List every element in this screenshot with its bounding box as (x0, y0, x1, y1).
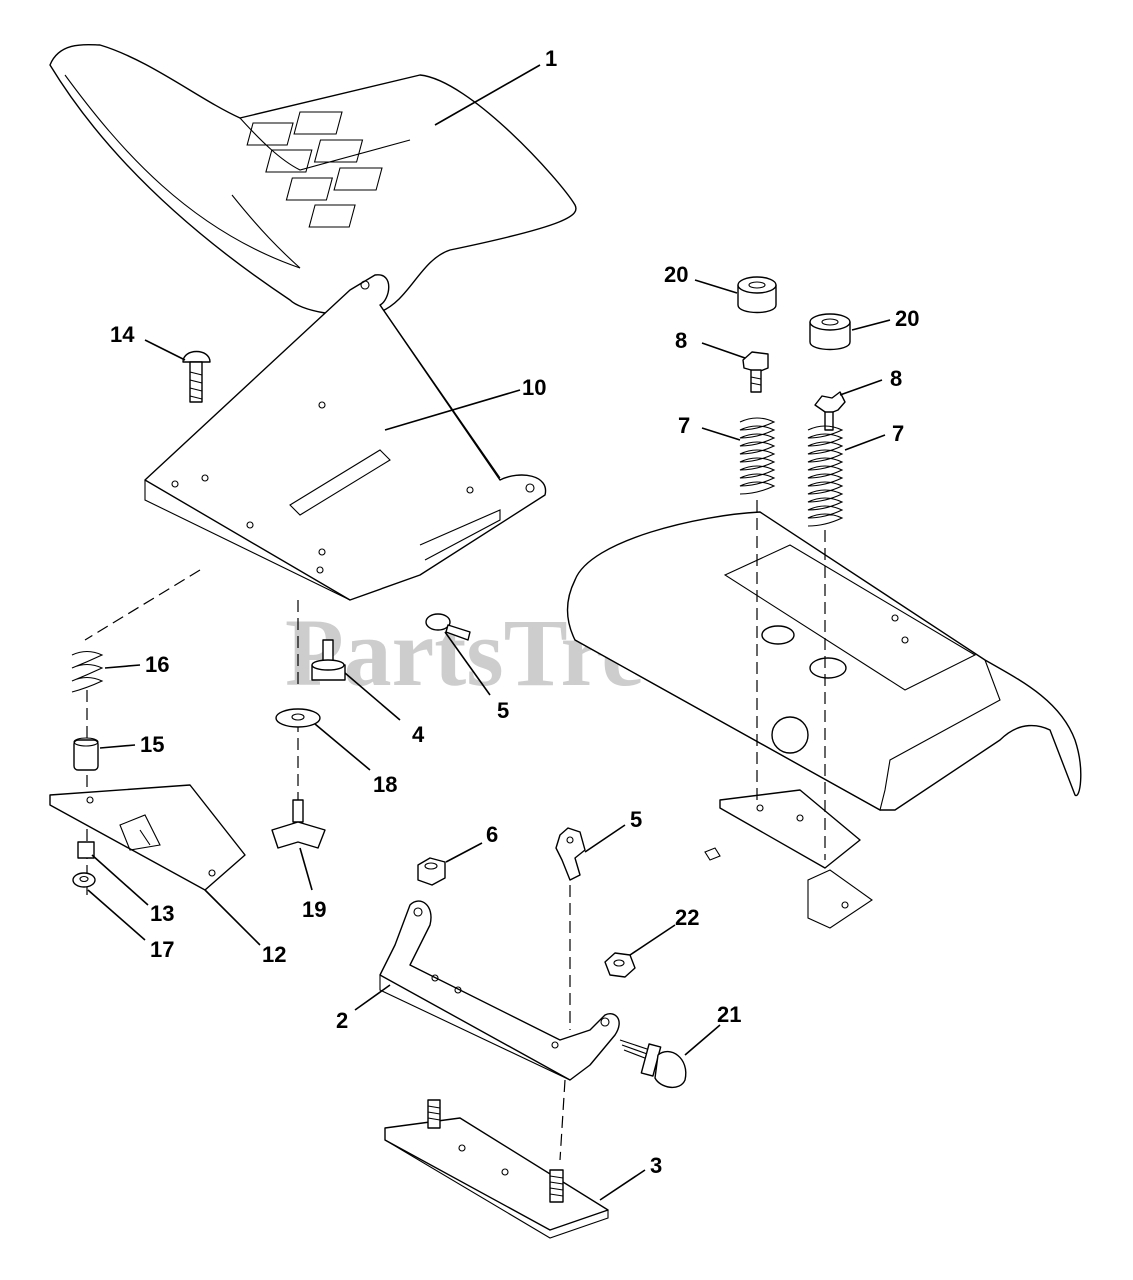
part-star-nut (814, 391, 846, 431)
leader-line-15 (99, 744, 136, 749)
callout-8b: 8 (890, 366, 902, 391)
callout-8a: 8 (675, 328, 687, 353)
part-washer-17 (72, 872, 96, 888)
leader-line-1 (434, 64, 541, 126)
part-hex-nut (417, 857, 446, 886)
callout-2: 2 (336, 1008, 348, 1033)
part-bushing-right (809, 313, 851, 351)
callout-12: 12 (262, 942, 286, 967)
leader-line-4 (344, 672, 401, 721)
leader-line-2 (354, 984, 391, 1011)
part-fender (566, 511, 1082, 811)
leader-line-21 (684, 1024, 721, 1056)
part-seat-pan (144, 274, 547, 601)
guide-line (559, 1079, 566, 1161)
guide-line (84, 569, 201, 641)
leader-line-5b (584, 824, 626, 853)
leader-line-13 (91, 854, 149, 906)
callout-17: 17 (150, 937, 174, 962)
callout-3: 3 (650, 1153, 662, 1178)
callout-10: 10 (522, 375, 546, 400)
leader-line-20a (694, 279, 738, 294)
part-nut-13 (77, 841, 95, 859)
leader-line-7a (701, 427, 741, 441)
callout-20a: 20 (664, 262, 688, 287)
callout-6: 6 (486, 822, 498, 847)
part-spacer (73, 737, 99, 771)
callout-5a: 5 (497, 698, 509, 723)
leader-line-19 (299, 847, 313, 891)
part-bolt-8-left (742, 351, 769, 393)
part-fender-bracket (704, 789, 873, 929)
part-coil-spring-right (807, 425, 844, 527)
callout-7b: 7 (892, 421, 904, 446)
leader-line-5a (444, 631, 491, 696)
callout-13: 13 (150, 901, 174, 926)
leader-line-3 (599, 1169, 646, 1201)
part-adjust-knob (271, 799, 326, 849)
part-spring-small (71, 650, 104, 693)
part-base-plate (384, 1099, 609, 1239)
callout-22: 22 (675, 905, 699, 930)
callout-1: 1 (545, 46, 557, 71)
part-flange-nut (604, 952, 636, 978)
part-pivot-bolt (619, 1039, 687, 1088)
leader-line-22 (629, 924, 676, 956)
callout-16: 16 (145, 652, 169, 677)
callout-4: 4 (412, 722, 425, 747)
part-carriage-bolt (182, 350, 211, 403)
callout-21: 21 (717, 1002, 741, 1027)
leader-line-6 (445, 842, 483, 863)
callout-19: 19 (302, 897, 326, 922)
leader-line-20b (851, 319, 891, 331)
part-adjust-plate (49, 784, 246, 891)
leader-line-18 (314, 723, 371, 771)
callout-20b: 20 (895, 306, 919, 331)
leader-line-17 (87, 889, 146, 941)
part-seat (49, 43, 577, 316)
part-hinge-bracket (379, 900, 620, 1081)
part-retaining-clip (555, 827, 586, 881)
part-washer-18 (275, 708, 321, 728)
callout-15: 15 (140, 732, 164, 757)
leader-line-8a (701, 342, 746, 359)
part-coil-spring-left (739, 417, 776, 495)
leader-line-14 (144, 339, 186, 361)
callout-7a: 7 (678, 413, 690, 438)
part-bushing-left (737, 276, 777, 314)
callout-18: 18 (373, 772, 397, 797)
leader-line-10 (384, 389, 521, 431)
leader-line-16 (104, 664, 141, 669)
callout-14: 14 (110, 322, 135, 347)
part-locknut-upper (425, 613, 471, 641)
leader-line-7b (844, 434, 886, 451)
leader-line-8b (839, 379, 883, 396)
leader-line-12 (204, 889, 261, 946)
callout-5b: 5 (630, 807, 642, 832)
part-shoulder-bolt (311, 639, 346, 681)
